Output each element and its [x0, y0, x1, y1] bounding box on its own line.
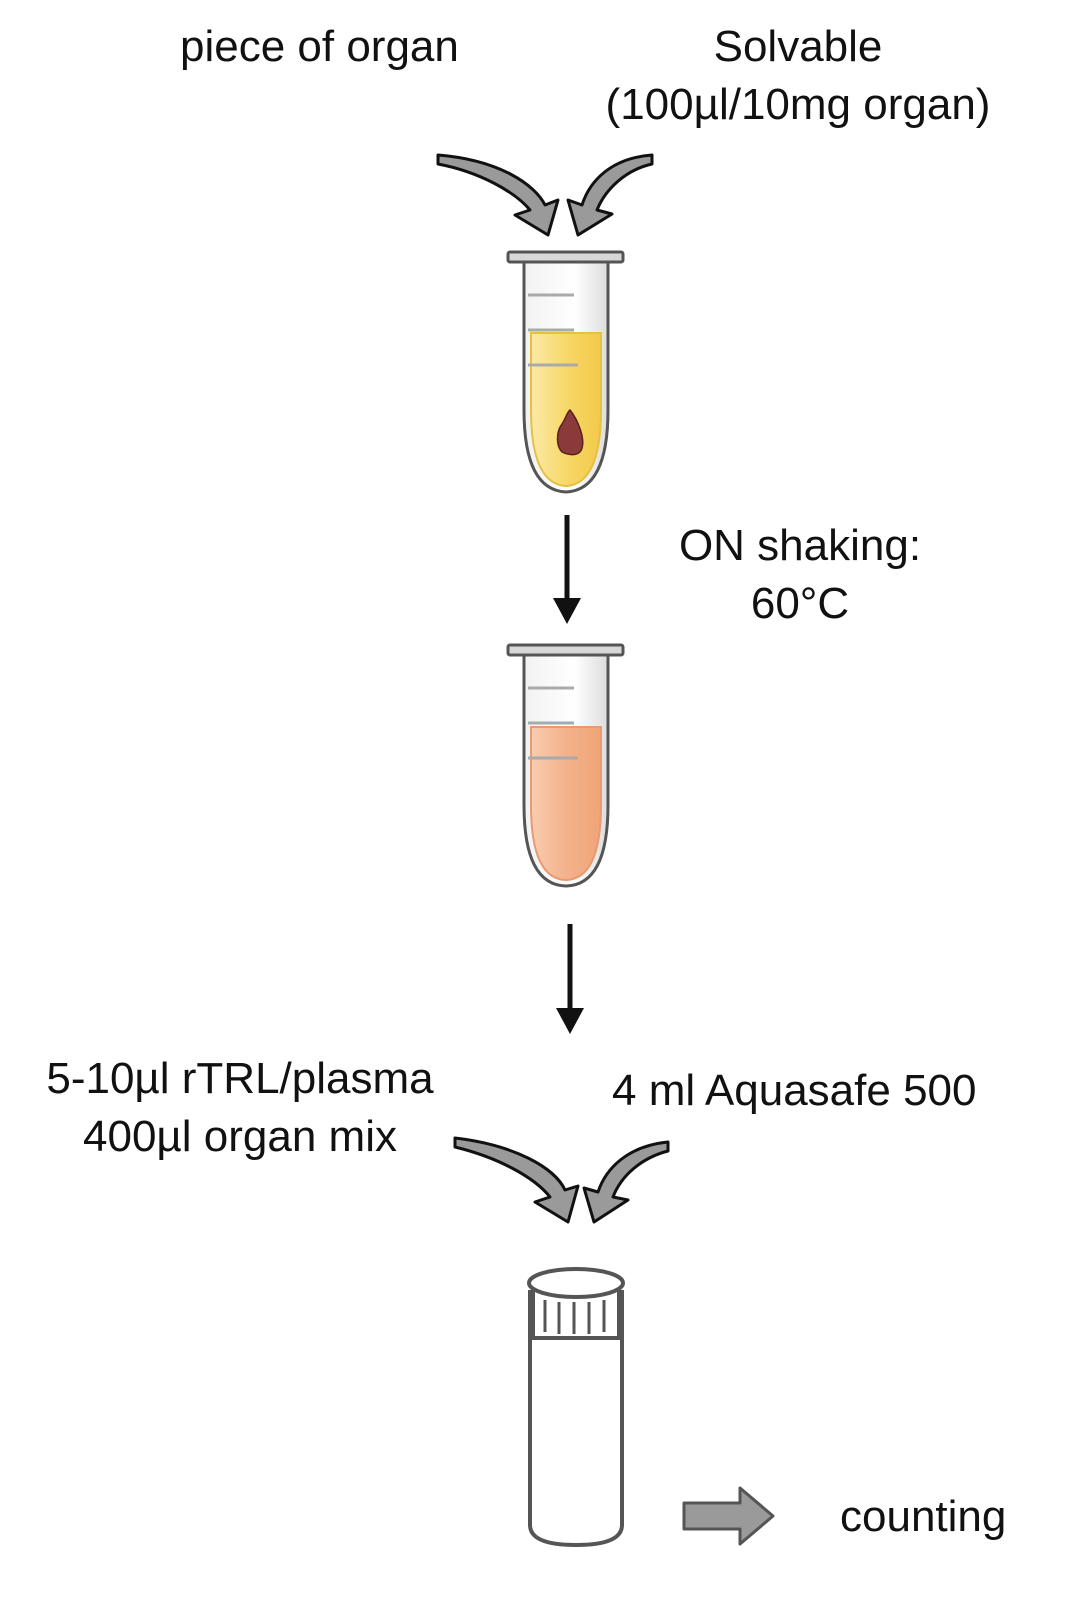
scintillation-vial	[527, 1267, 625, 1548]
down-arrow-1	[553, 515, 581, 624]
microtube-with-tissue	[506, 250, 625, 494]
label-on-shaking: ON shaking:	[678, 521, 922, 570]
label-temperature: 60°C	[750, 579, 850, 628]
curved-arrow-right-top	[566, 153, 654, 237]
dissolved-liquid	[530, 726, 602, 882]
label-organ-mix: 400µl organ mix	[83, 1112, 397, 1161]
label-counting: counting	[840, 1492, 1007, 1541]
label-sample-volume: 5-10µl rTRL/plasma	[46, 1054, 434, 1103]
down-arrow-2	[556, 924, 584, 1034]
organ-piece	[556, 408, 584, 456]
solvable-liquid	[530, 332, 602, 488]
curved-arrow-left-top	[436, 153, 560, 237]
label-aquasafe: 4 ml Aquasafe 500	[612, 1066, 977, 1115]
block-arrow-right	[682, 1486, 775, 1546]
label-piece-of-organ: piece of organ	[180, 22, 459, 71]
label-solvable-ratio: (100µl/10mg organ)	[605, 80, 991, 129]
curved-arrow-left-bottom	[453, 1136, 580, 1224]
label-solvable: Solvable	[713, 22, 883, 71]
curved-arrow-right-bottom	[582, 1140, 670, 1224]
microtube-dissolved	[506, 643, 625, 888]
